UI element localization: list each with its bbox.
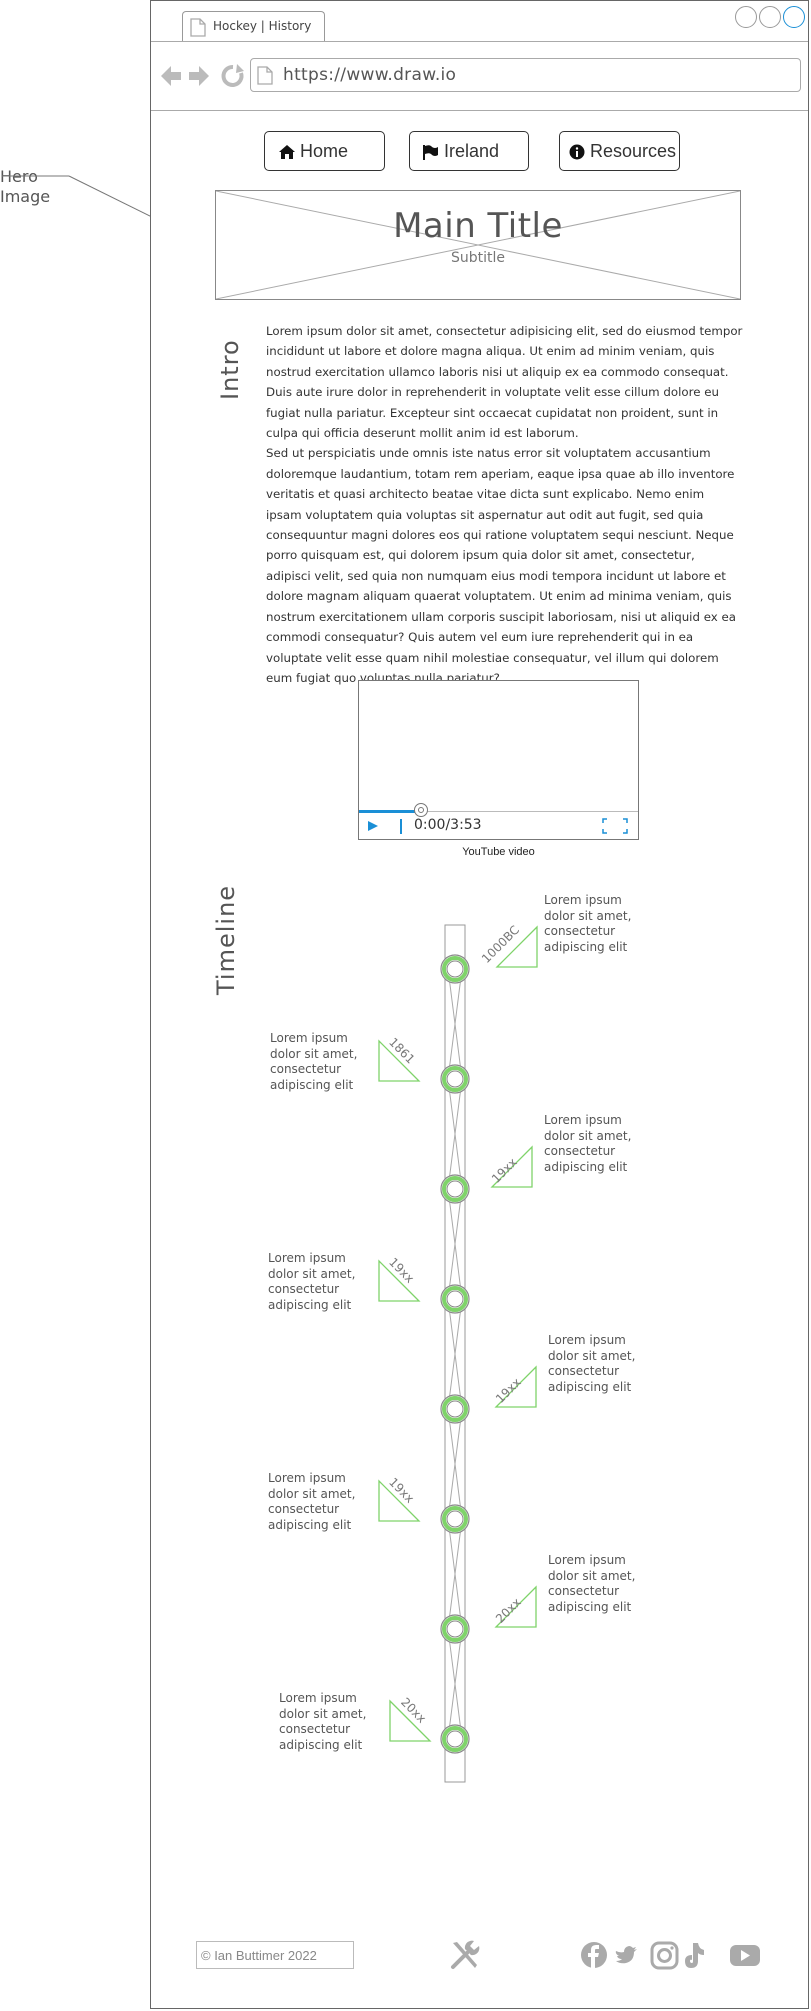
- timeline-entry-text: Lorem ipsum dolor sit amet, consectetur …: [268, 1251, 356, 1312]
- timeline-date-marker: [494, 1365, 537, 1408]
- timeline-date-marker: [494, 1585, 537, 1628]
- timeline-node: [440, 1504, 470, 1534]
- nav-ireland-button[interactable]: Ireland: [409, 131, 529, 171]
- timeline-connector: [447, 1188, 463, 1300]
- timeline-date-marker: [389, 1699, 432, 1742]
- timeline-date-marker: [378, 1039, 421, 1082]
- twitter-icon[interactable]: [615, 1946, 637, 1964]
- timeline-connector: [447, 1078, 463, 1190]
- video-caption: YouTube video: [462, 846, 535, 858]
- video-progress-fill: [359, 810, 417, 813]
- timeline-entry-text: Lorem ipsum dolor sit amet, consectetur …: [268, 1471, 356, 1532]
- nav-resources-button[interactable]: Resources: [559, 131, 680, 171]
- tools-icon: [451, 1940, 480, 1969]
- nav-controls: [161, 64, 244, 87]
- back-arrow-icon[interactable]: [161, 66, 181, 86]
- instagram-icon[interactable]: [650, 1941, 679, 1970]
- timeline-date-marker: [378, 1259, 421, 1302]
- browser-tab[interactable]: Hockey | History: [182, 11, 325, 41]
- timeline-track: [444, 924, 466, 1783]
- timeline-node: [440, 1174, 470, 1204]
- url-field[interactable]: https://www.draw.io: [250, 58, 801, 92]
- main-title: Main Title: [393, 206, 563, 246]
- window-button-3[interactable]: [783, 6, 805, 28]
- play-icon[interactable]: [367, 820, 379, 832]
- hero-placeholder-cross: [216, 191, 740, 299]
- intro-paragraph-1: Lorem ipsum dolor sit amet, consectetur …: [266, 324, 743, 441]
- timeline-entry-text: Lorem ipsum dolor sit amet, consectetur …: [544, 893, 632, 954]
- intro-text: Lorem ipsum dolor sit amet, consectetur …: [266, 321, 743, 688]
- timeline-connector: [447, 1518, 463, 1630]
- nav-ireland-label: Ireland: [444, 141, 500, 161]
- home-icon: [279, 145, 295, 159]
- hero-subtitle: Subtitle: [450, 250, 506, 266]
- window-button-1[interactable]: [735, 6, 757, 28]
- tab-bar: Hockey | History: [151, 1, 808, 42]
- nav-resources-label: Resources: [590, 141, 677, 161]
- url-text: https://www.draw.io: [283, 65, 457, 85]
- copyright-box: © Ian Buttimer 2022: [196, 1941, 354, 1969]
- timeline-node: [440, 1614, 470, 1644]
- browser-window: Hockey | History https://www.draw.io: [150, 0, 809, 2009]
- flag-icon: [423, 145, 438, 160]
- timeline-entry-text: Lorem ipsum dolor sit amet, consectetur …: [279, 1691, 367, 1752]
- video-scrubber-handle[interactable]: [414, 803, 428, 817]
- social-links: [581, 1941, 760, 1970]
- copyright-text: © Ian Buttimer 2022: [201, 1948, 317, 1963]
- fullscreen-icon[interactable]: [602, 818, 628, 834]
- document-icon: [190, 18, 206, 37]
- nav-home-label: Home: [300, 141, 349, 161]
- timeline-node: [440, 954, 470, 984]
- timeline-node: [440, 1724, 470, 1754]
- volume-icon[interactable]: [397, 818, 405, 836]
- tab-title: Hockey | History: [213, 19, 312, 33]
- tiktok-icon[interactable]: [685, 1943, 704, 1968]
- timeline-entry-text: Lorem ipsum dolor sit amet, consectetur …: [548, 1553, 636, 1614]
- address-bar: https://www.draw.io: [151, 41, 808, 111]
- timeline-node: [440, 1394, 470, 1424]
- timeline-connectors: [447, 968, 463, 1740]
- hero-image-placeholder: Main Title Subtitle: [215, 190, 741, 300]
- timeline-connector: [447, 1628, 463, 1740]
- forward-arrow-icon[interactable]: [189, 66, 209, 86]
- timeline-node: [440, 1284, 470, 1314]
- timeline-markers: [378, 925, 538, 1754]
- timeline-entry-text: Lorem ipsum dolor sit amet, consectetur …: [544, 1113, 632, 1174]
- timeline-entry-text: Lorem ipsum dolor sit amet, consectetur …: [548, 1333, 636, 1394]
- video-player[interactable]: 0:00/3:53: [358, 680, 639, 840]
- timeline-date-marker: [495, 925, 538, 968]
- window-button-2[interactable]: [759, 6, 781, 28]
- nav-home-button[interactable]: Home: [264, 131, 385, 171]
- timeline-date-marker: [378, 1479, 421, 1522]
- info-icon: [569, 144, 585, 160]
- timeline-node: [440, 1064, 470, 1094]
- timeline-entry-text: Lorem ipsum dolor sit amet, consectetur …: [270, 1031, 358, 1092]
- reload-icon[interactable]: [221, 64, 244, 87]
- timeline-connector: [447, 1298, 463, 1410]
- video-time: 0:00/3:53: [414, 817, 482, 833]
- timeline-connector: [447, 1408, 463, 1520]
- facebook-icon[interactable]: [581, 1942, 607, 1968]
- timeline-date-marker: [490, 1145, 533, 1188]
- youtube-icon[interactable]: [730, 1945, 760, 1966]
- page-icon: [257, 66, 273, 85]
- intro-paragraph-2: Sed ut perspiciatis unde omnis iste natu…: [266, 446, 736, 685]
- video-controls: 0:00/3:53: [359, 803, 638, 840]
- timeline-connector: [447, 968, 463, 1080]
